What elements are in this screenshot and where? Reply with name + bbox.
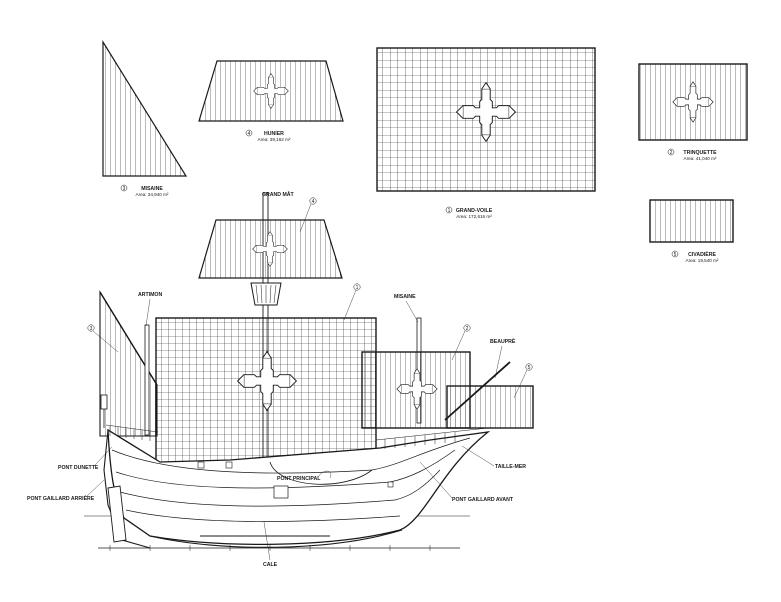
ship-sail-callouts: 4 1 3 2 5 [87,197,533,399]
callout-2: 2 [466,326,469,332]
sail-trinquette-area: Area: 41,040 m² [684,156,717,161]
callout-4: 4 [312,199,315,205]
label-cale: CALE [263,562,278,568]
sail-misaine-number: 3 [123,186,126,192]
label-misaine: MISAINE [394,294,416,300]
sail-grand-voile-name: GRAND-VOILE [456,208,493,214]
ship-side-view [84,192,534,551]
callout-1: 1 [356,285,359,291]
sail-hunier-name: HUNIER [264,131,284,137]
label-grand-mat: GRAND MÂT [262,191,295,198]
sail-civadiere-detail: 5 CIVADIÈRE Area: 19,540 m² [649,199,734,263]
sail-trinquette-name: TRINQUETTE [683,150,717,156]
sail-civadiere-area: Area: 19,540 m² [686,258,719,263]
sail-civadiere-number: 5 [674,252,677,258]
ship-labels: GRAND MÂT ARTIMON MISAINE BEAUPRÉ PONT D… [27,191,526,568]
sail-civadiere-name: CIVADIÈRE [688,250,716,258]
callout-3: 3 [90,326,93,332]
sail-trinquette-number: 2 [670,150,673,156]
label-beaupre: BEAUPRÉ [490,337,516,345]
sail-misaine-detail: 3 MISAINE Area: 34,940 m² [102,39,188,197]
sail-hunier-detail: 4 HUNIER Area: 39,162 m² [198,60,344,142]
label-artimon: ARTIMON [138,292,162,298]
label-taille-mer: TAILLE-MER [495,464,526,470]
label-pont-principal: PONT PRINCIPAL [277,476,321,482]
label-pont-gaillard-arriere: PONT GAILLARD ARRIÈRE [27,494,95,502]
sail-grand-voile-number: 1 [448,208,451,214]
sail-grand-voile-area: Area: 172,616 m² [456,214,492,219]
sail-hunier-area: Area: 39,162 m² [258,137,291,142]
label-pont-gaillard-avant: PONT GAILLARD AVANT [452,497,514,503]
sail-hunier-number: 4 [248,131,251,137]
sail-grand-voile-detail: 1 GRAND-VOILE Area: 172,616 m² [376,47,596,219]
sail-misaine-area: Area: 34,940 m² [136,192,169,197]
callout-5: 5 [528,365,531,371]
sail-trinquette-detail: 2 TRINQUETTE Area: 41,040 m² [638,63,748,161]
sail-misaine-name: MISAINE [141,186,163,192]
label-pont-dunette: PONT DUNETTE [58,465,99,471]
